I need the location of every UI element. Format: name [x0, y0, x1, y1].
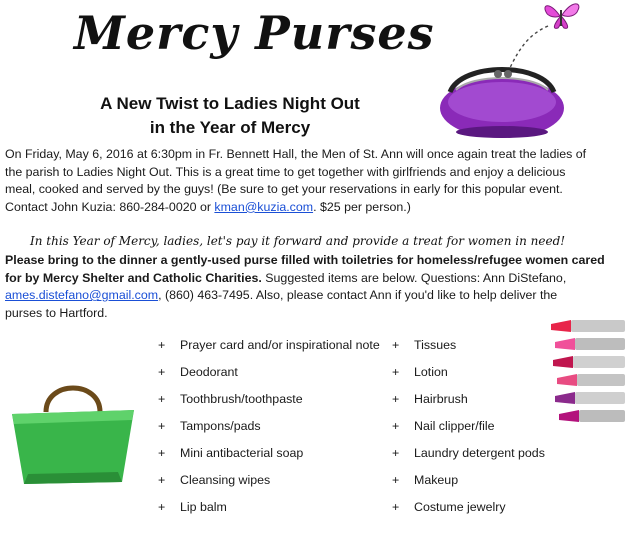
- appeal-paragraph: Please bring to the dinner a gently-used…: [5, 252, 623, 322]
- intro-line: the parish to Ladies Night Out. This is …: [5, 164, 566, 179]
- list-item: +Prayer card and/or inspirational note: [158, 338, 380, 352]
- appeal-line: Please bring to the dinner a gently-used…: [5, 253, 605, 267]
- page-title: Mercy Purses: [74, 6, 435, 60]
- appeal-line: ames.distefano@gmail.com, (860) 463-7495…: [5, 288, 558, 303]
- list-item: +Nail clipper/file: [392, 419, 495, 433]
- kuzia-email-link[interactable]: kman@kuzia.com: [214, 199, 314, 214]
- list-item: +Toothbrush/toothpaste: [158, 392, 303, 406]
- list-item: +Mini antibacterial soap: [158, 446, 304, 460]
- green-bag-icon: [12, 385, 134, 484]
- list-item: +Lip balm: [158, 500, 227, 514]
- subtitle-line-2: in the Year of Mercy: [149, 118, 311, 137]
- list-item: +Deodorant: [158, 365, 238, 379]
- flight-path: [507, 25, 549, 73]
- intro-line: On Friday, May 6, 2016 at 6:30pm in Fr. …: [5, 147, 587, 161]
- purple-purse-icon: [440, 67, 564, 138]
- list-item: +Tampons/pads: [158, 419, 261, 433]
- list-item: +Makeup: [392, 473, 459, 487]
- lipsticks-image: [551, 320, 625, 422]
- list-item: +Hairbrush: [392, 392, 468, 406]
- intro-line: Contact John Kuzia: 860-284-0020 or kman…: [5, 199, 411, 214]
- intro-line: meal, cooked and served by the guys! (Be…: [5, 182, 563, 197]
- butterfly-icon: [544, 3, 580, 29]
- script-tagline: In this Year of Mercy, ladies, let's pay…: [30, 234, 566, 248]
- list-item: +Costume jewelry: [392, 500, 506, 514]
- list-item: +Tissues: [392, 338, 457, 352]
- subtitle-line-1: A New Twist to Ladies Night Out: [100, 94, 360, 113]
- list-item: +Lotion: [392, 365, 448, 379]
- appeal-line: purses to Hartford.: [5, 305, 108, 320]
- list-item: +Laundry detergent pods: [392, 446, 545, 460]
- intro-paragraph: On Friday, May 6, 2016 at 6:30pm in Fr. …: [5, 146, 623, 216]
- appeal-line: for by Mercy Shelter and Catholic Charit…: [5, 270, 567, 285]
- distefano-email-link[interactable]: ames.distefano@gmail.com: [5, 288, 159, 303]
- list-item: +Cleansing wipes: [158, 473, 271, 487]
